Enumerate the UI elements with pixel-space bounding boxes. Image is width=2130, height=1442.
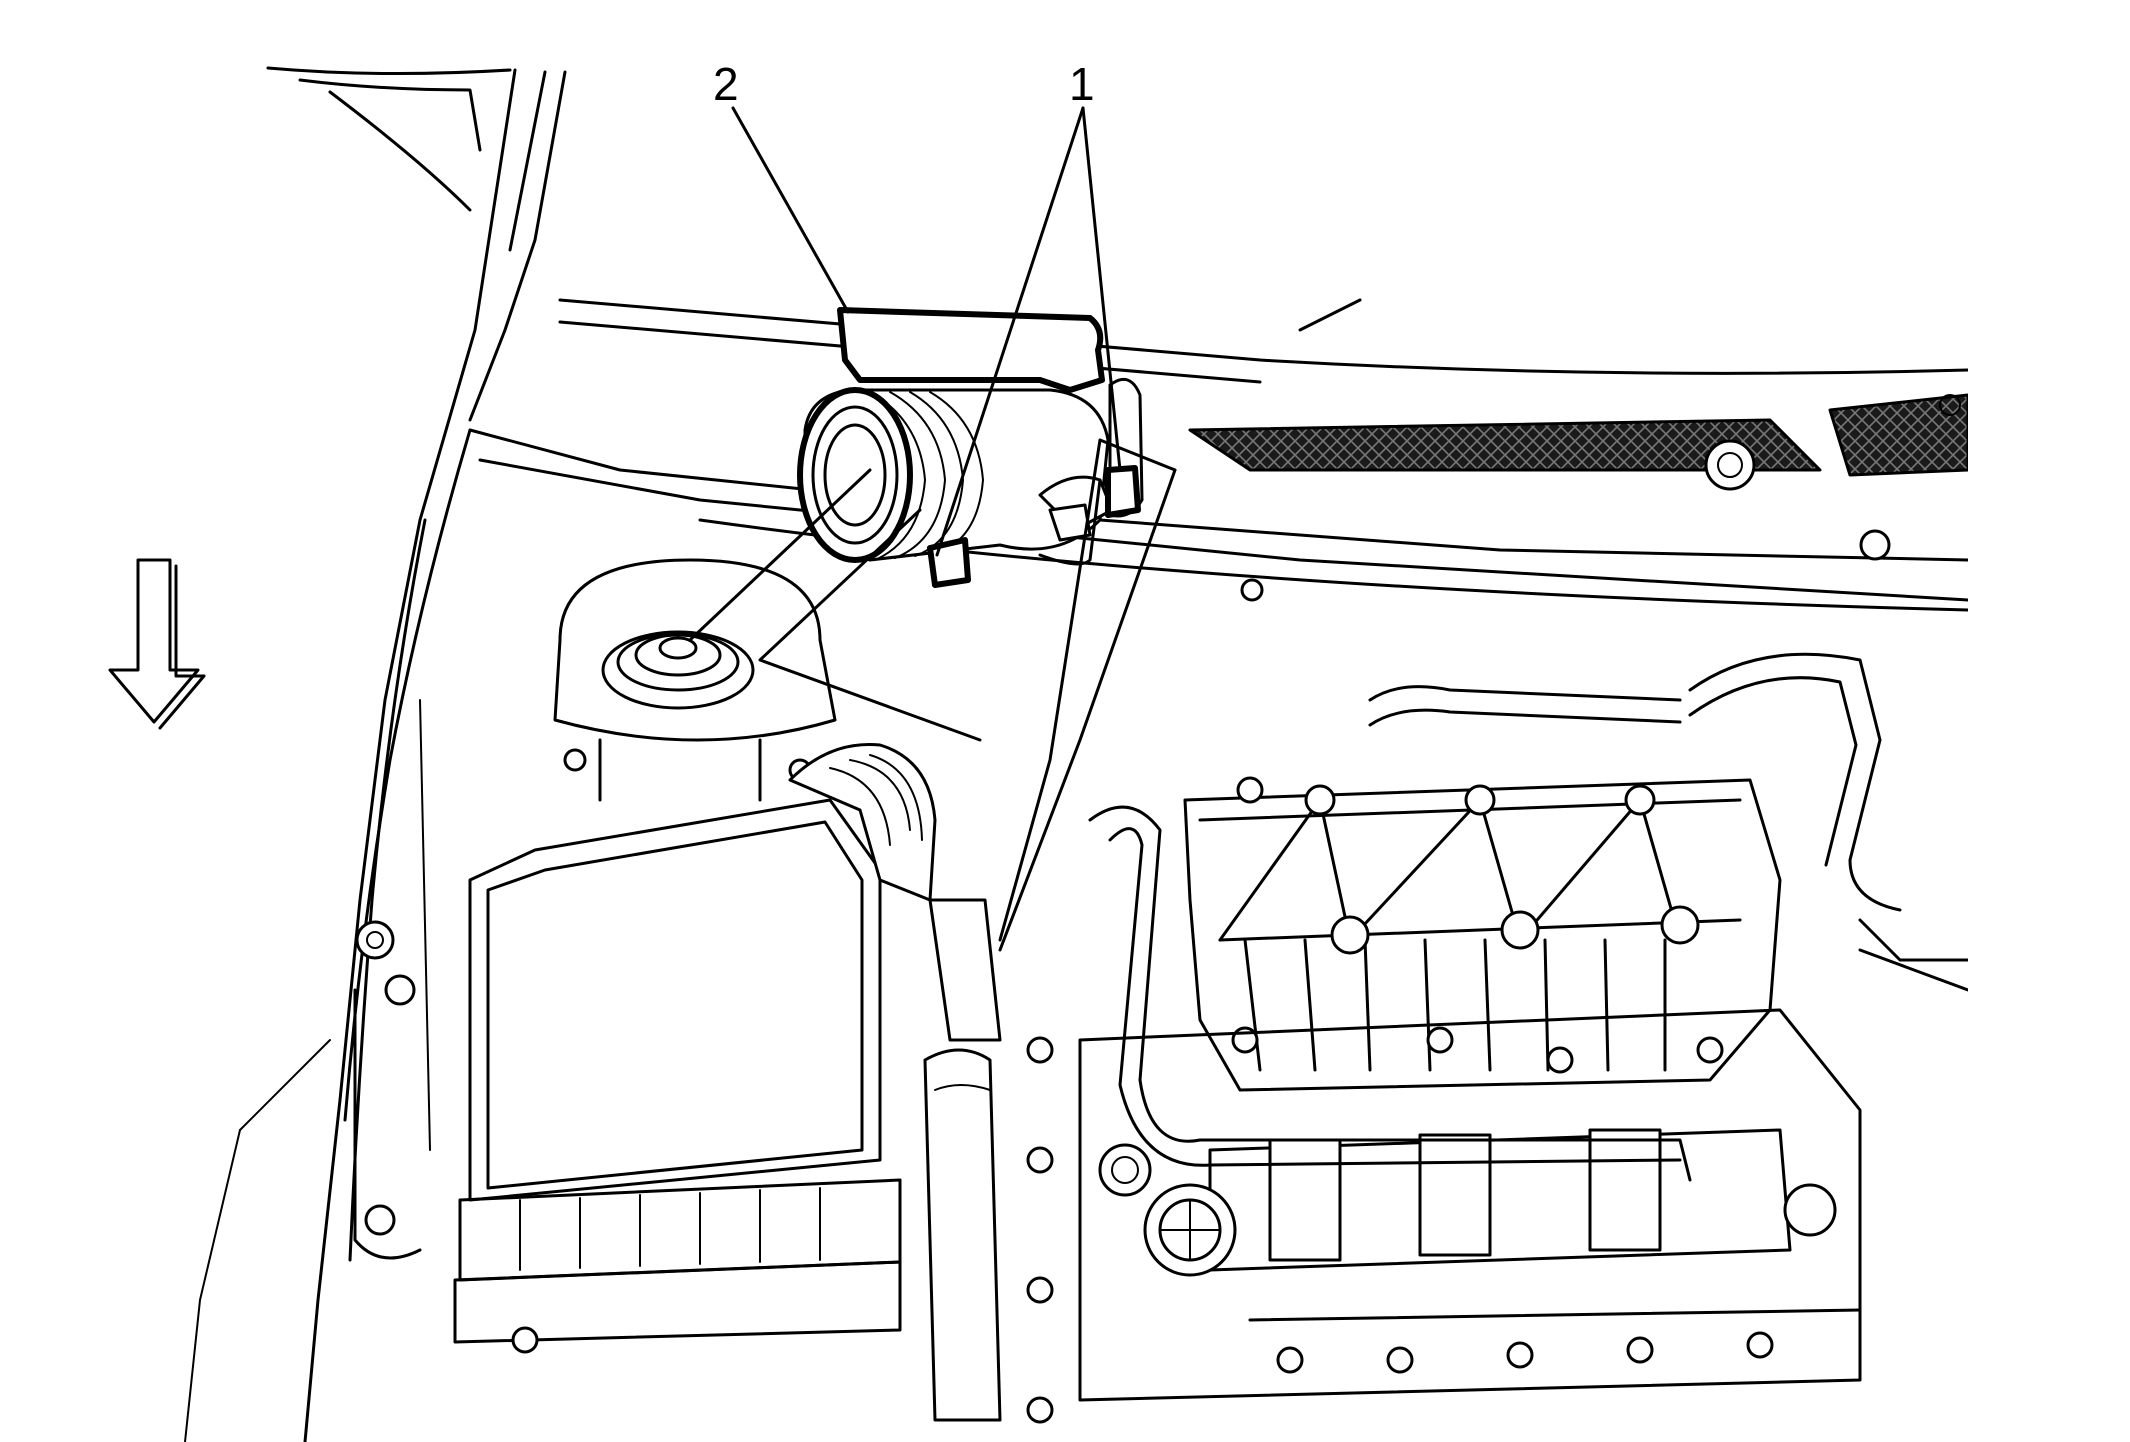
callout-2: 2: [713, 58, 739, 110]
exploded-air-duct: [797, 307, 1144, 588]
engine-block: [1026, 1008, 1862, 1424]
down-arrow-icon: [108, 558, 206, 730]
hood-fender: [184, 66, 567, 1442]
intake-manifold: [1183, 776, 1782, 1092]
strut-tower: [553, 558, 837, 802]
intake-air-duct-installed: [788, 742, 1002, 1042]
callout-2-leader: [731, 106, 850, 314]
assembly-leader-lines: [688, 438, 1177, 952]
callout-1: 1: [1069, 58, 1095, 110]
radiator-hose: [923, 1048, 1002, 1422]
callout-1-leader-a: [935, 106, 1085, 557]
air-cleaner-housing: [353, 798, 902, 1354]
callout-1-leader-b: [1081, 106, 1122, 472]
coolant-hoses: [1088, 652, 1968, 1182]
cowl-panel: [468, 298, 1968, 612]
callout-leaders: [731, 106, 1122, 557]
